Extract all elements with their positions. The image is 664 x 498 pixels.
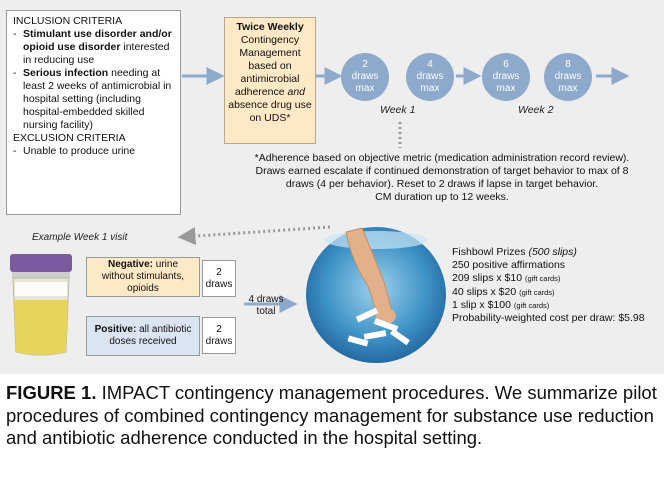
prizes-line-5: Probability-weighted cost per draw: $5.9…: [452, 312, 657, 325]
circle-4-number: 8: [565, 59, 571, 71]
adherence-note-line-3: draws (4 per behavior). Reset to 2 draws…: [222, 178, 662, 191]
prizes-title: Fishbowl Prizes: [452, 246, 528, 258]
circle-2-line2: draws: [417, 71, 444, 83]
figure-caption: FIGURE 1. IMPACT contingency management …: [6, 382, 660, 450]
circle-week2-first: 6 draws max: [482, 53, 530, 101]
positive-label-bold: Positive:: [95, 324, 137, 335]
caption-label: FIGURE 1.: [6, 382, 96, 403]
prizes-line-2-main: 209 slips x $10: [452, 272, 525, 284]
fishbowl-illustration: [306, 227, 446, 363]
prizes-line-4-main: 1 slip x $100: [452, 299, 514, 311]
negative-draws-word: draws: [206, 279, 233, 290]
total-draws-line-1: 4 draws: [238, 294, 294, 306]
circle-1-line3: max: [356, 83, 375, 95]
fishbowl-prizes: Fishbowl Prizes (500 slips) 250 positive…: [452, 246, 657, 325]
circle-3-line3: max: [497, 83, 516, 95]
circle-2-line3: max: [421, 83, 440, 95]
negative-urine-box: Negative: urine without stimulants, opio…: [86, 257, 200, 297]
circle-4-line3: max: [559, 83, 578, 95]
circle-2-number: 4: [427, 59, 433, 71]
prizes-line-2-small: (gift cards): [525, 274, 560, 283]
caption-text: IMPACT contingency management procedures…: [6, 382, 657, 448]
total-draws-line-2: total: [238, 306, 294, 318]
circle-week1-second: 4 draws max: [406, 53, 454, 101]
prizes-title-italic: (500 slips): [528, 246, 576, 258]
week-1-label: Week 1: [380, 104, 415, 116]
total-draws-label: 4 draws total: [238, 294, 294, 318]
prizes-line-3-main: 40 slips x $20: [452, 286, 519, 298]
circle-3-number: 6: [503, 59, 509, 71]
negative-label-rest: without stimulants, opioids: [102, 271, 184, 294]
prizes-line-3-small: (gift cards): [519, 288, 554, 297]
positive-draws-number: 2: [216, 324, 222, 335]
circle-1-line2: draws: [352, 71, 379, 83]
adherence-note-line-4: CM duration up to 12 weeks.: [222, 191, 662, 204]
adherence-note-line-2: Draws earned escalate if continued demon…: [222, 165, 662, 178]
prizes-line-3: 40 slips x $20 (gift cards): [452, 286, 657, 299]
negative-draws-number: 2: [216, 267, 222, 278]
adherence-note: *Adherence based on objective metric (me…: [222, 152, 662, 204]
adherence-note-line-1: *Adherence based on objective metric (me…: [222, 152, 662, 165]
circle-week1-first: 2 draws max: [341, 53, 389, 101]
prizes-line-4-small: (gift cards): [514, 301, 549, 310]
dotted-example-connector: [182, 227, 330, 237]
circle-1-number: 2: [362, 59, 368, 71]
urine-cup-illustration: [10, 254, 72, 355]
circle-3-line2: draws: [493, 71, 520, 83]
week-2-label: Week 2: [518, 104, 553, 116]
positive-draws-word: draws: [206, 336, 233, 347]
positive-adherence-box: Positive: all antibiotic doses received: [86, 316, 200, 356]
circle-4-line2: draws: [555, 71, 582, 83]
negative-label-urine: urine: [153, 259, 178, 270]
prizes-line-1: 250 positive affirmations: [452, 259, 657, 272]
positive-draws-box: 2 draws: [202, 317, 236, 354]
negative-draws-box: 2 draws: [202, 260, 236, 297]
prizes-line-4: 1 slip x $100 (gift cards): [452, 299, 657, 312]
negative-label-bold: Negative:: [108, 259, 153, 270]
prizes-title-line: Fishbowl Prizes (500 slips): [452, 246, 657, 259]
example-visit-label: Example Week 1 visit: [32, 232, 127, 243]
circle-week2-second: 8 draws max: [544, 53, 592, 101]
diagram-panel: INCLUSION CRITERIA -Stimulant use disord…: [0, 0, 664, 374]
prizes-line-2: 209 slips x $10 (gift cards): [452, 272, 657, 285]
